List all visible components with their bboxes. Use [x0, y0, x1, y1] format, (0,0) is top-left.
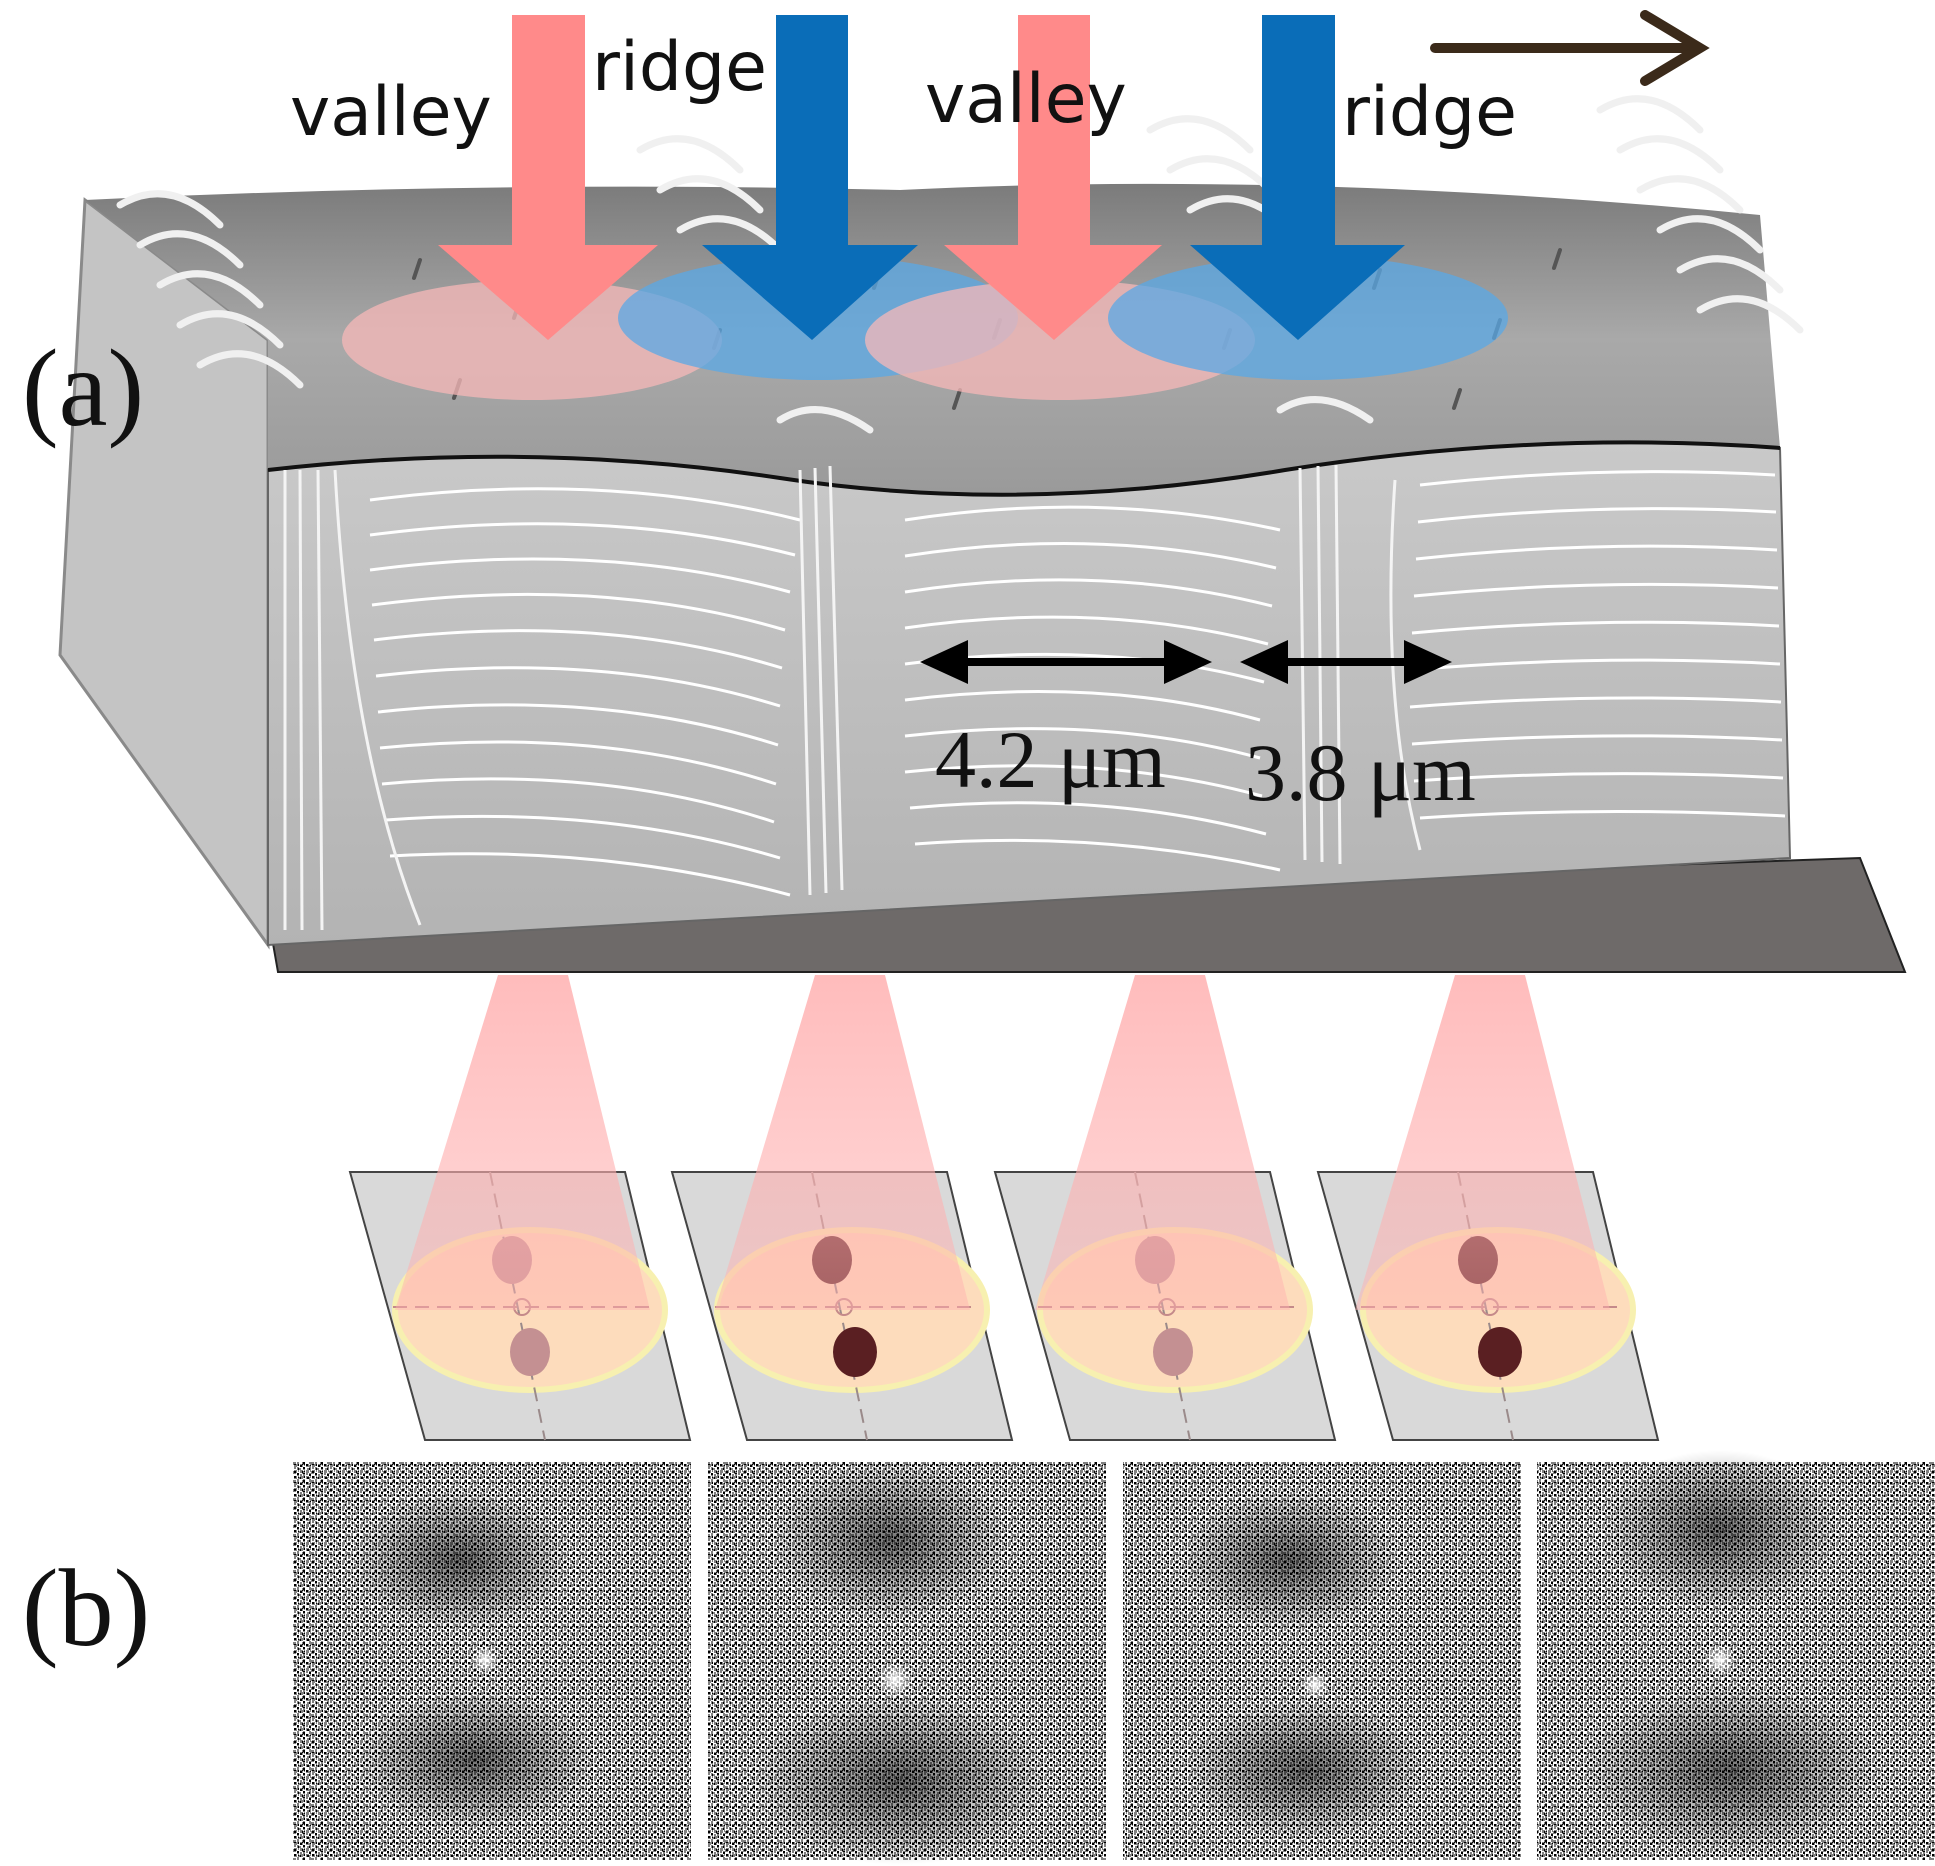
- detector-unit-3: [993, 975, 1337, 1441]
- measurement-label-4-2: 4.2 μm: [935, 714, 1166, 805]
- sample-front-face: [267, 441, 1792, 947]
- ridge-arrow-1: [702, 15, 918, 340]
- light-cone-3: [1035, 975, 1290, 1310]
- lobe-bottom-2: [833, 1327, 877, 1377]
- speckle-image-3: [1123, 1462, 1521, 1860]
- surface-hooks: [116, 95, 1804, 434]
- lamellae: [283, 464, 1786, 931]
- speckle-image-1: [293, 1462, 691, 1860]
- surface-edge-line: [267, 440, 1781, 497]
- detector-unit-4: [1316, 975, 1660, 1441]
- lobe-bottom-3: [1153, 1328, 1193, 1376]
- speckle-image-4: [1537, 1450, 1935, 1860]
- measure-arrow-4-2: [920, 640, 1212, 684]
- measurement-arrows: [920, 640, 1452, 684]
- detector-unit-2: [670, 975, 1014, 1441]
- panel-label-a: (a): [22, 327, 144, 449]
- label-valley-1: valley: [290, 73, 492, 152]
- light-cone-4: [1355, 975, 1610, 1310]
- speckle-image-2: [708, 1460, 1106, 1865]
- lamellae-group-3: [1409, 470, 1786, 820]
- measurement-label-3-8: 3.8 μm: [1245, 727, 1476, 818]
- label-valley-2: valley: [925, 60, 1127, 139]
- light-cone-1: [395, 975, 650, 1310]
- panel-label-b: (b): [22, 1547, 150, 1669]
- label-ridge-2: ridge: [1342, 73, 1517, 152]
- incident-arrows: [438, 15, 1405, 340]
- ridge-arrow-2: [1190, 15, 1405, 340]
- detector-unit-1: [348, 975, 692, 1441]
- lobe-bottom-1: [510, 1328, 550, 1376]
- lobe-bottom-4: [1478, 1327, 1522, 1377]
- lamellae-group-2: [904, 505, 1281, 872]
- detector-row: [348, 975, 1660, 1441]
- valley-arrow-2: [944, 15, 1162, 340]
- measure-arrow-3-8: [1240, 640, 1452, 684]
- scan-direction-arrow: [1430, 10, 1710, 86]
- valley-arrow-1: [438, 15, 658, 340]
- lamellae-group-1: [369, 487, 801, 897]
- light-cone-2: [715, 975, 970, 1310]
- label-ridge-1: ridge: [592, 28, 767, 107]
- speckle-images: [293, 1450, 1935, 1865]
